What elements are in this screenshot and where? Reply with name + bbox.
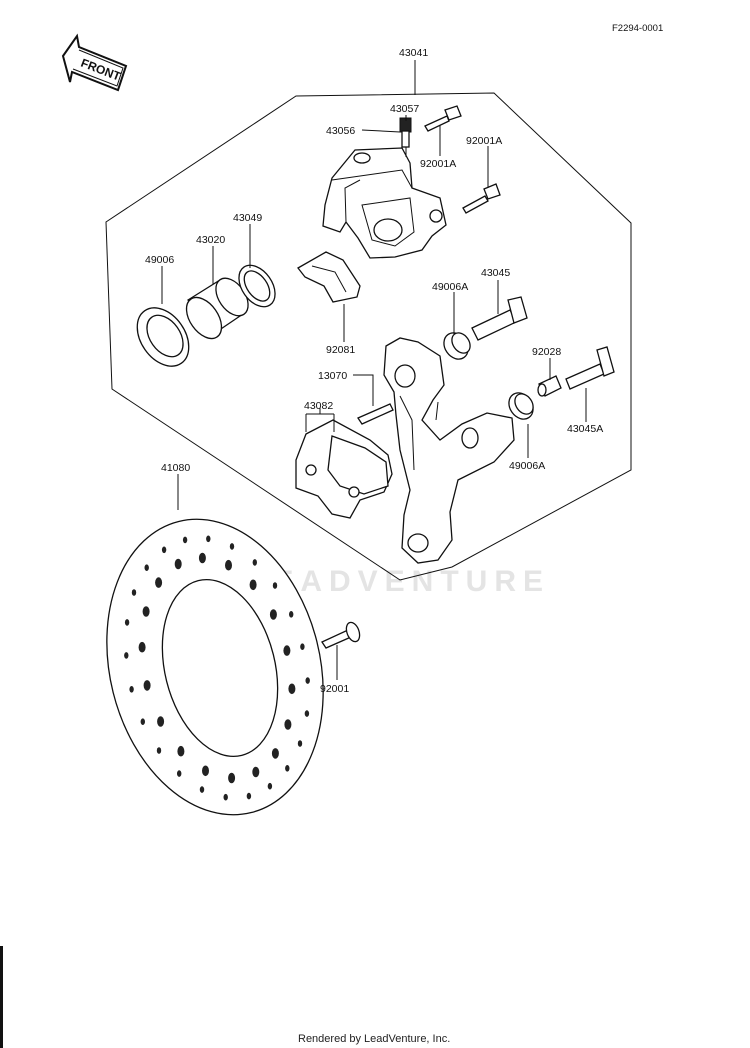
disc-hole	[304, 710, 310, 717]
disc-hole	[285, 765, 290, 772]
part-label-43056: 43056	[326, 125, 355, 137]
disc-hole	[131, 589, 137, 596]
disc-hole	[225, 559, 232, 571]
disc-hole	[177, 770, 182, 777]
disc-hole	[272, 582, 278, 589]
leader-lines	[161, 60, 587, 680]
disc-hole	[156, 747, 162, 754]
slide-pin	[471, 296, 528, 341]
part-label-92001: 92001	[320, 683, 349, 695]
part-label-43057: 43057	[390, 103, 419, 115]
disc-hole	[142, 606, 150, 617]
disc-hole	[271, 748, 279, 759]
disc-hole	[144, 564, 149, 571]
brake-disc	[106, 518, 324, 816]
disc-hole	[297, 740, 303, 747]
disc-hole	[305, 677, 310, 684]
disc-hole	[288, 683, 296, 695]
pad-spring	[297, 251, 361, 303]
disc-hole	[252, 766, 260, 778]
margin-mark	[0, 946, 3, 1048]
part-label-49006: 49006	[145, 254, 174, 266]
assembly-outline	[105, 92, 632, 581]
disc-hole	[177, 745, 185, 757]
disc-bolt	[321, 621, 361, 649]
disc-hole	[249, 579, 257, 591]
part-label-49006A-lower: 49006A	[509, 460, 545, 472]
dust-boot-upper	[443, 332, 471, 360]
disc-hole	[284, 719, 292, 730]
disc-hole	[283, 645, 291, 656]
disc-hole	[267, 782, 273, 790]
front-arrow-icon: FRONT	[61, 33, 128, 92]
disc-hole	[289, 611, 294, 618]
disc-hole	[124, 652, 129, 659]
reference-code: F2294-0001	[612, 23, 663, 34]
part-label-49006A-upper: 49006A	[432, 281, 468, 293]
part-label-43049: 43049	[233, 212, 262, 224]
disc-hole	[229, 543, 235, 550]
disc-hole	[202, 765, 209, 777]
disc-hole	[157, 716, 165, 727]
disc-hole	[129, 686, 134, 693]
disc-hole	[161, 546, 167, 554]
part-label-92001A-lower: 92001A	[466, 135, 502, 147]
disc-hole	[182, 536, 188, 544]
disc-hole	[300, 643, 305, 650]
disc-hole	[206, 535, 211, 543]
slide-pin-a	[565, 346, 615, 390]
part-label-13070: 13070	[318, 370, 347, 382]
disc-hole	[246, 792, 252, 800]
caliper-bracket	[383, 337, 515, 564]
bolt-upper	[424, 105, 462, 132]
part-label-92081: 92081	[326, 344, 355, 356]
bleeder-valve	[399, 117, 412, 157]
disc-hole	[269, 609, 277, 620]
part-label-43020: 43020	[196, 234, 225, 246]
disc-hole	[198, 552, 206, 564]
disc-hole	[143, 680, 151, 691]
part-label-92001A-upper: 92001A	[420, 158, 456, 170]
disc-hole	[174, 558, 182, 570]
disc-hole	[140, 718, 145, 725]
piston	[185, 277, 249, 340]
part-label-41080: 41080	[161, 462, 190, 474]
disc-hole	[138, 641, 146, 653]
part-label-43045A: 43045A	[567, 423, 603, 435]
part-label-43045: 43045	[481, 267, 510, 279]
disc-hole	[252, 559, 257, 566]
footer-credit: Rendered by LeadVenture, Inc.	[298, 1033, 450, 1045]
disc-hole	[199, 786, 205, 793]
piston-seal-large	[136, 307, 190, 367]
part-label-43041: 43041	[399, 47, 428, 59]
part-label-43082: 43082	[304, 400, 333, 412]
piston-seal-ring	[238, 264, 276, 308]
bolt-lower	[462, 183, 501, 214]
caliper-body	[322, 147, 447, 259]
part-label-92028: 92028	[532, 346, 561, 358]
disc-hole	[228, 772, 236, 784]
dust-boot-lower	[508, 392, 534, 420]
disc-hole	[223, 793, 228, 801]
brake-pads	[295, 419, 393, 519]
pad-clip	[357, 403, 394, 425]
disc-hole	[155, 577, 163, 588]
disc-hole	[124, 619, 130, 626]
